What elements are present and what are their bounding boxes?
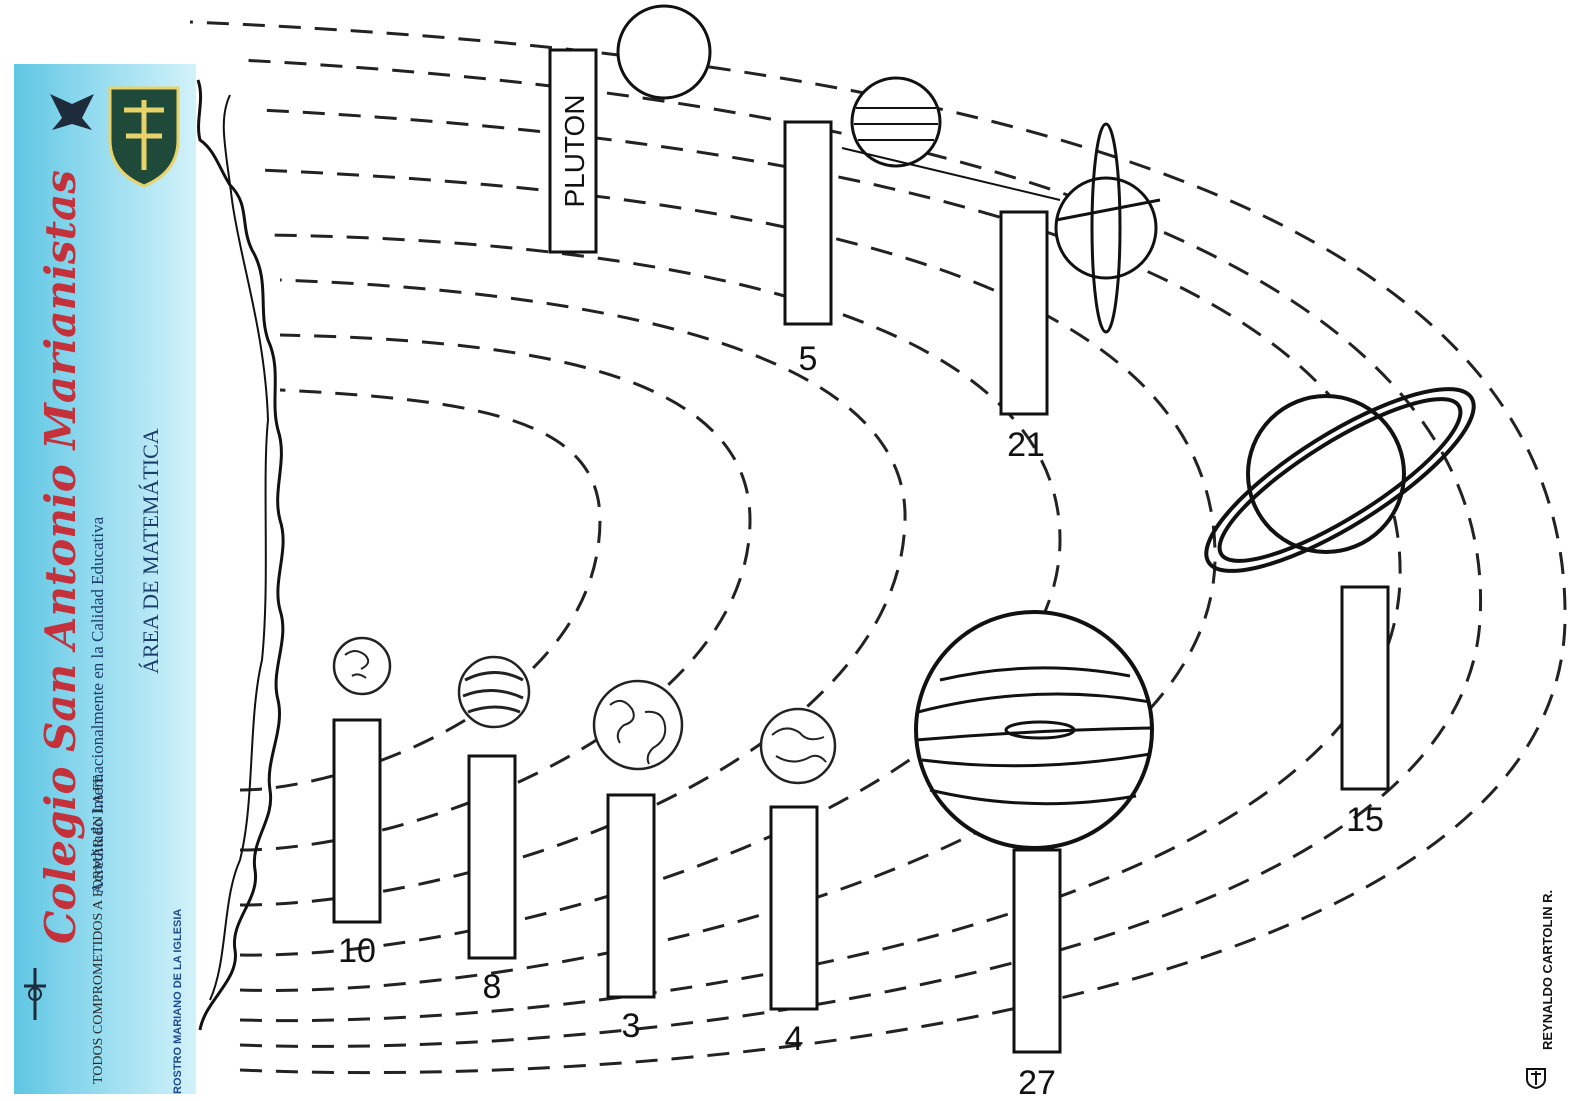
rostro-text: ROSTRO MARIANO DE LA IGLESIA bbox=[172, 909, 184, 1094]
neptune-icon bbox=[842, 78, 1060, 200]
earth-number: 3 bbox=[622, 1007, 641, 1045]
sun-edge-inner bbox=[210, 95, 268, 1000]
motto-text: TODOS COMPROMETIDOS A FORMAR EN LA FE bbox=[88, 775, 110, 1084]
uranus-answer-box[interactable] bbox=[1001, 212, 1047, 414]
venus-answer-box[interactable] bbox=[469, 756, 515, 958]
mars-icon bbox=[761, 709, 835, 783]
school-name: Colegio San Antonio Marianistas bbox=[36, 170, 85, 944]
orbit-neptune bbox=[190, 22, 1565, 1073]
pluto-label: PLUTON bbox=[559, 94, 590, 207]
earth-icon bbox=[594, 681, 682, 769]
mercury-answer-box[interactable] bbox=[334, 720, 380, 922]
mercury-icon bbox=[334, 638, 390, 694]
area-title: ÁREA DE MATEMÁTICA bbox=[138, 428, 164, 674]
saturn-icon bbox=[1184, 359, 1496, 601]
orbit-mercury bbox=[240, 390, 600, 790]
earth-answer-box[interactable] bbox=[608, 795, 654, 997]
orbits bbox=[190, 22, 1565, 1073]
neptune-number: 5 bbox=[799, 340, 818, 378]
jupiter-number: 27 bbox=[1018, 1064, 1056, 1101]
author-credit: REYNALDO CARTOLIN R. bbox=[1540, 890, 1555, 1050]
jupiter-answer-box[interactable] bbox=[1014, 850, 1060, 1052]
orbit-jupiter bbox=[240, 170, 1215, 990]
pluto-icon bbox=[618, 6, 710, 98]
cross-icon bbox=[20, 964, 50, 1024]
uranus-number: 21 bbox=[1007, 426, 1045, 464]
venus-number: 8 bbox=[483, 968, 502, 1006]
neptune-answer-box[interactable] bbox=[785, 122, 831, 324]
venus-icon bbox=[459, 657, 529, 727]
saturn-number: 15 bbox=[1346, 801, 1384, 839]
mars-number: 4 bbox=[785, 1020, 804, 1058]
school-banner: Colegio San Antonio Marianistas Acredita… bbox=[14, 64, 196, 1094]
eagle-icon bbox=[42, 84, 102, 174]
jupiter-icon bbox=[916, 612, 1152, 848]
sun-edge bbox=[198, 80, 283, 1030]
school-crest-icon bbox=[104, 80, 184, 190]
mercury-number: 10 bbox=[338, 932, 376, 970]
author-crest-icon bbox=[1524, 1066, 1548, 1090]
mars-answer-box[interactable] bbox=[771, 807, 817, 1009]
saturn-answer-box[interactable] bbox=[1342, 587, 1388, 789]
